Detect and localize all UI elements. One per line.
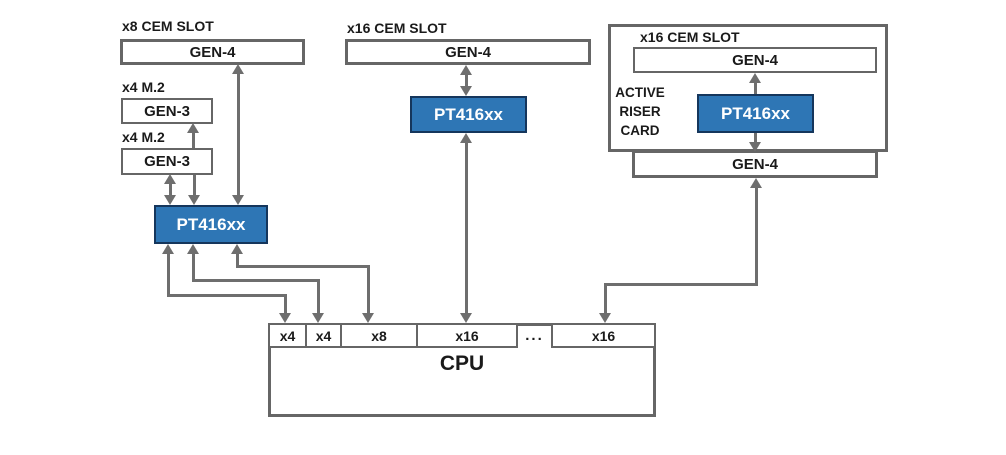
x16-cem-slot-mid-label: x16 CEM SLOT [347, 20, 447, 36]
cpu-lane-x4-2-text: x4 [315, 327, 332, 344]
connector-line [465, 142, 468, 315]
connector-line [236, 253, 239, 268]
x8-cem-gen-text: GEN-4 [189, 43, 236, 61]
pt416xx-riser-chip: PT416xx [697, 94, 814, 133]
arrowhead-up-icon [162, 244, 174, 254]
riser-lower-gen4-text: GEN-4 [732, 155, 778, 173]
riser-caption-line3: CARD [620, 123, 660, 138]
pt416xx-left-chip: PT416xx [154, 205, 268, 244]
pt416xx-middle-chip: PT416xx [410, 96, 527, 133]
pt416xx-riser-text: PT416xx [721, 103, 790, 123]
m2-slot-1-label: x4 M.2 [122, 79, 165, 95]
arrowhead-up-icon [460, 133, 472, 143]
arrowhead-up-icon [460, 65, 472, 75]
cpu-lane-x16-2-text: x16 [591, 327, 616, 344]
arrowhead-down-icon [362, 313, 374, 323]
connector-line [192, 253, 195, 282]
cpu-lane-x4-2: x4 [305, 323, 342, 348]
m2-slot-1-gen-text: GEN-3 [144, 102, 190, 120]
arrowhead-down-icon [279, 313, 291, 323]
riser-lower-gen4-box: GEN-4 [632, 150, 878, 178]
cpu-label: CPU [439, 352, 485, 375]
connector-line [754, 133, 757, 144]
arrowhead-up-icon [231, 244, 243, 254]
cpu-lane-x8-text: x8 [371, 327, 387, 344]
arrowhead-down-icon [188, 195, 200, 205]
connector-line [236, 265, 369, 268]
connector-line [604, 283, 607, 314]
arrowhead-down-icon [599, 313, 611, 323]
arrowhead-up-icon [187, 123, 199, 133]
connector-line [755, 187, 758, 286]
connector-line [167, 294, 286, 297]
m2-slot-2-label: x4 M.2 [122, 129, 165, 145]
connector-line [284, 294, 287, 314]
arrowhead-down-icon [460, 313, 472, 323]
cpu-lane-x4-1: x4 [268, 323, 307, 348]
m2-slot-2-gen-text: GEN-3 [144, 153, 190, 170]
arrowhead-up-icon [187, 244, 199, 254]
connector-line [167, 253, 170, 297]
arrowhead-down-icon [312, 313, 324, 323]
connector-line [367, 265, 370, 314]
x16-cem-mid-gen-text: GEN-4 [445, 43, 491, 61]
connector-line [193, 175, 196, 197]
x16-cem-slot-riser-label: x16 CEM SLOT [640, 29, 740, 45]
cpu-lane-x4-1-text: x4 [279, 327, 296, 344]
pt416xx-left-text: PT416xx [176, 214, 246, 234]
connector-line [317, 279, 320, 314]
connector-line [237, 73, 240, 197]
arrowhead-up-icon [164, 174, 176, 184]
riser-caption-line1: ACTIVE [615, 85, 665, 100]
riser-gen4-slot-text: GEN-4 [732, 51, 778, 69]
connector-line [604, 283, 758, 286]
arrowhead-down-icon [164, 195, 176, 205]
cpu-lane-ellipsis: ... [525, 327, 544, 344]
arrowhead-up-icon [232, 64, 244, 74]
connector-line [169, 182, 172, 197]
riser-gen4-slot-box: GEN-4 [633, 47, 877, 73]
active-riser-card-caption: ACTIVE RISER CARD [608, 83, 672, 140]
x8-cem-slot-label: x8 CEM SLOT [122, 18, 214, 34]
cpu-lane-x8: x8 [340, 323, 418, 348]
arrowhead-down-icon [460, 86, 472, 96]
arrowhead-up-icon [750, 178, 762, 188]
connector-line [192, 279, 319, 282]
connector-line [192, 132, 195, 148]
arrowhead-up-icon [749, 73, 761, 83]
m2-slot-1-box: GEN-3 [121, 98, 213, 124]
x8-cem-slot-box: GEN-4 [120, 39, 305, 65]
cpu-lane-x16-1-text: x16 [455, 327, 479, 344]
x16-cem-slot-mid-box: GEN-4 [345, 39, 591, 65]
m2-slot-2-box: GEN-3 [121, 148, 213, 175]
riser-caption-line2: RISER [619, 104, 661, 119]
arrowhead-down-icon [232, 195, 244, 205]
connector-line [465, 74, 468, 88]
cpu-lane-x16-1: x16 [416, 323, 518, 348]
cpu-lane-x16-2: x16 [551, 323, 656, 348]
pt416xx-middle-text: PT416xx [434, 104, 503, 124]
connector-line [754, 82, 757, 94]
arrowhead-down-icon [749, 142, 761, 152]
